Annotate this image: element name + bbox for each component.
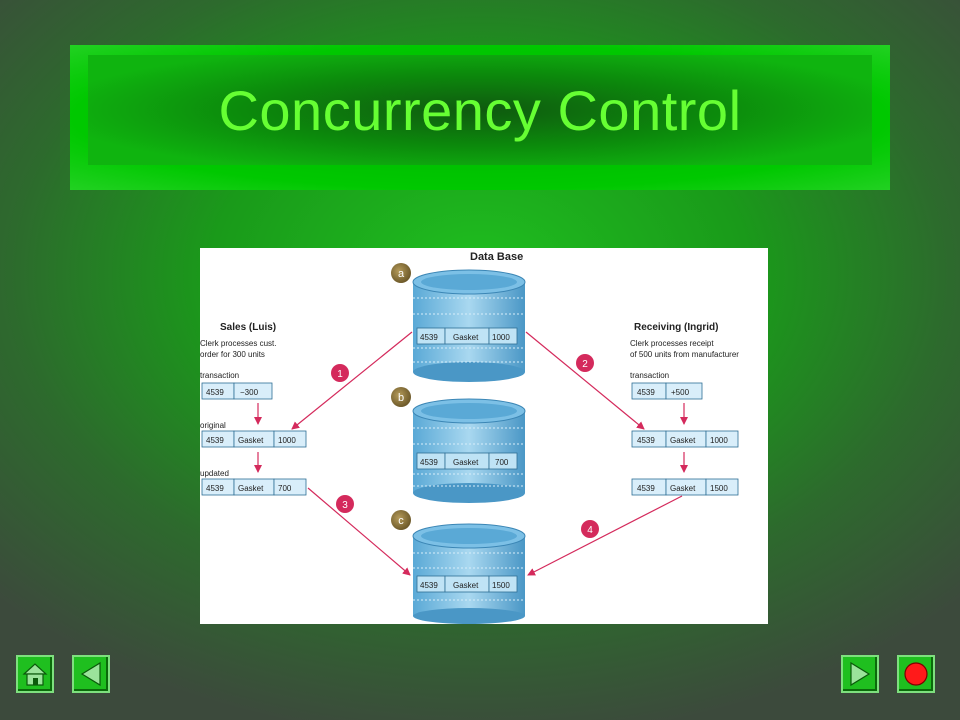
title-backdrop [88, 55, 872, 165]
step-marker-b: b [391, 387, 411, 407]
svg-text:3: 3 [342, 500, 348, 511]
arrow-number-1: 1 [331, 364, 349, 382]
flow-arrow-4 [527, 495, 683, 576]
db-a-id: 4539 [420, 333, 438, 342]
database-cylinder-b: 4539 Gasket 700 [412, 398, 526, 503]
svg-text:a: a [398, 268, 405, 280]
db-a-qty: 1000 [492, 333, 510, 342]
db-b-id: 4539 [420, 458, 438, 467]
receiving-transaction-label: transaction [630, 371, 669, 380]
concurrency-diagram: Data Base 4539 Gasket 1000 a [200, 248, 768, 624]
db-b-item: Gasket [453, 458, 479, 467]
database-cylinder-c: 4539 Gasket 1500 [412, 523, 526, 624]
db-c-item: Gasket [453, 581, 479, 590]
receiving-heading: Receiving (Ingrid) [634, 322, 718, 333]
sales-transaction-id: 4539 [206, 388, 224, 397]
sales-transaction-label: transaction [200, 371, 239, 380]
sales-original-qty: 1000 [278, 436, 296, 445]
receiving-original-item: Gasket [670, 436, 696, 445]
database-label: Data Base [470, 251, 523, 263]
home-icon [22, 663, 48, 686]
arrow-number-3: 3 [336, 495, 354, 513]
db-a-item: Gasket [453, 333, 479, 342]
sales-updated-item: Gasket [238, 484, 264, 493]
flow-arrow-3 [307, 487, 411, 576]
sales-heading: Sales (Luis) [220, 322, 276, 333]
stop-circle-icon [904, 662, 928, 686]
flow-arrow-1 [291, 331, 413, 430]
step-marker-c: c [391, 510, 411, 530]
sales-transaction-qty: −300 [240, 388, 259, 397]
forward-button[interactable] [841, 655, 879, 693]
svg-text:2: 2 [582, 359, 588, 370]
sales-description-1: Clerk processes cust. [200, 339, 276, 348]
db-b-qty: 700 [495, 458, 509, 467]
svg-text:b: b [398, 392, 404, 404]
triangle-right-icon [850, 661, 871, 687]
sales-updated-qty: 700 [278, 484, 292, 493]
sales-description-2: order for 300 units [200, 350, 265, 359]
receiving-updated-id: 4539 [637, 484, 655, 493]
db-c-id: 4539 [420, 581, 438, 590]
db-c-qty: 1500 [492, 581, 510, 590]
svg-text:1: 1 [337, 369, 343, 380]
sales-original-item: Gasket [238, 436, 264, 445]
sales-original-id: 4539 [206, 436, 224, 445]
database-cylinder-a: 4539 Gasket 1000 [412, 269, 526, 382]
flow-arrow-2 [525, 331, 645, 430]
receiving-original-id: 4539 [637, 436, 655, 445]
sales-panel: Sales (Luis) Clerk processes cust. order… [200, 322, 307, 496]
back-button[interactable] [72, 655, 110, 693]
svg-text:4: 4 [587, 525, 593, 536]
sales-updated-id: 4539 [206, 484, 224, 493]
receiving-description-2: of 500 units from manufacturer [630, 350, 739, 359]
sales-original-label: original [200, 421, 226, 430]
receiving-transaction-qty: +500 [671, 388, 690, 397]
home-button[interactable] [16, 655, 54, 693]
receiving-original-qty: 1000 [710, 436, 728, 445]
receiving-description-1: Clerk processes receipt [630, 339, 714, 348]
receiving-transaction-id: 4539 [637, 388, 655, 397]
triangle-left-icon [80, 661, 101, 687]
arrow-number-4: 4 [581, 520, 599, 538]
receiving-panel: Receiving (Ingrid) Clerk processes recei… [630, 322, 739, 496]
step-marker-a: a [391, 263, 411, 283]
slide-title: Concurrency Control [218, 79, 742, 142]
stop-button[interactable] [897, 655, 935, 693]
receiving-updated-item: Gasket [670, 484, 696, 493]
sales-updated-label: updated [200, 469, 229, 478]
receiving-updated-qty: 1500 [710, 484, 728, 493]
svg-text:c: c [398, 515, 404, 527]
arrow-number-2: 2 [576, 354, 594, 372]
